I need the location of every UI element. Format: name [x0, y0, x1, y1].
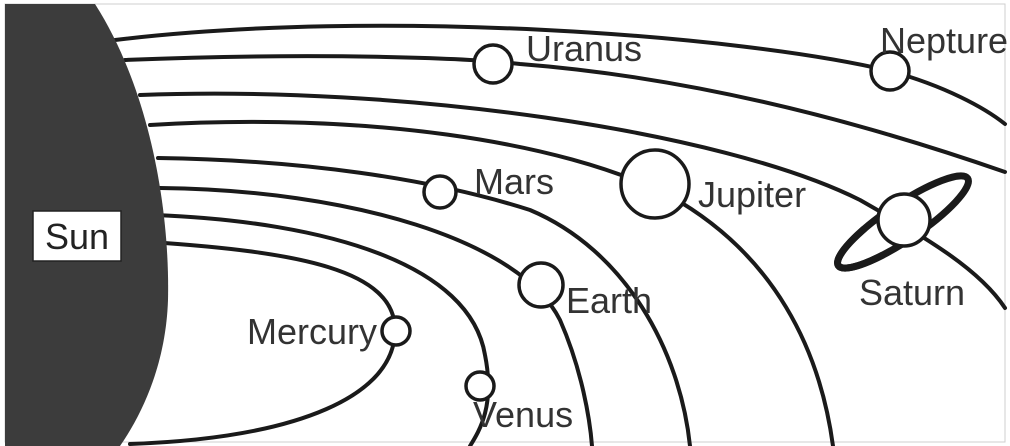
- planet-label-earth: Earth: [566, 280, 652, 321]
- planet-label-mars: Mars: [474, 161, 554, 202]
- planet-uranus: [474, 45, 512, 83]
- planet-label-uranus: Uranus: [526, 28, 642, 69]
- planet-earth: [519, 263, 563, 307]
- saturn-body: [878, 194, 930, 246]
- planet-label-jupiter: Jupiter: [698, 174, 806, 215]
- planet-mercury: [382, 317, 410, 345]
- sun-label: Sun: [45, 216, 109, 257]
- planet-label-neptune: Nepture: [880, 20, 1008, 61]
- planet-jupiter: [621, 150, 689, 218]
- planet-label-venus: Venus: [473, 394, 573, 435]
- planet-label-saturn: Saturn: [859, 272, 965, 313]
- planet-mars: [424, 176, 456, 208]
- planet-label-mercury: Mercury: [247, 311, 377, 352]
